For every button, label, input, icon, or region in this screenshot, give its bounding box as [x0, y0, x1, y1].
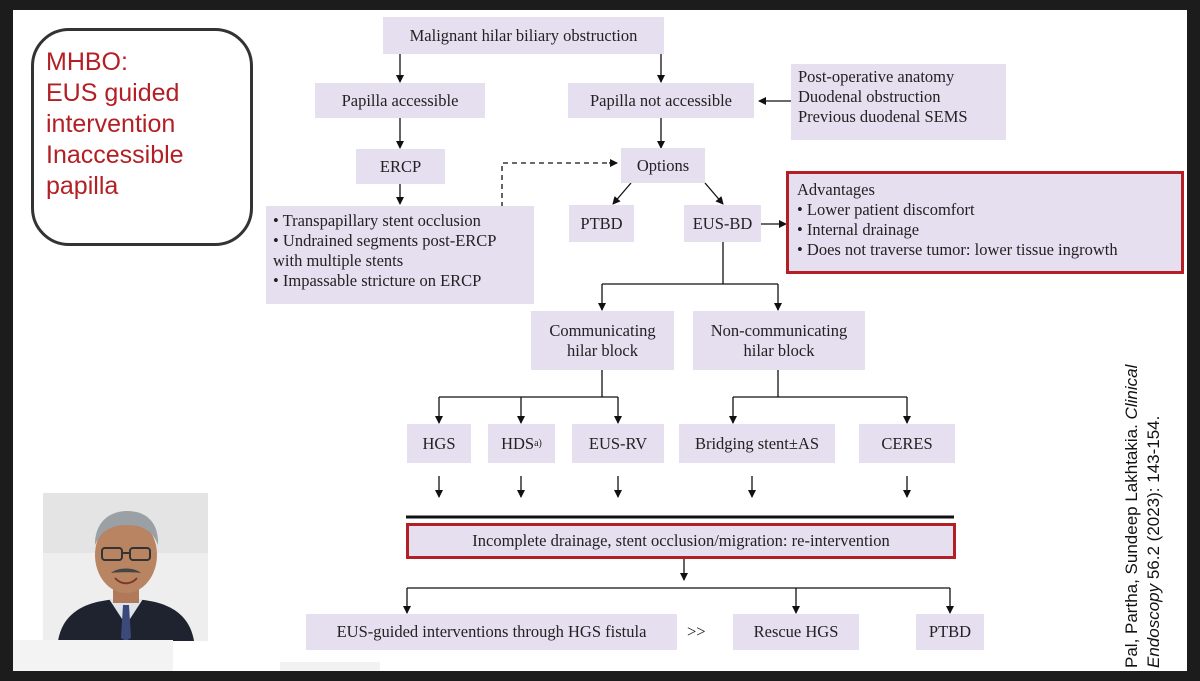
cause-item: Duodenal obstruction: [798, 87, 941, 106]
ptbd-box: PTBD: [569, 205, 634, 242]
advantage-item: • Internal drainage: [797, 220, 920, 239]
citation-journal-2: Endoscopy: [1144, 583, 1163, 668]
eus-bd-box: EUS-BD: [684, 205, 761, 242]
citation: Pal, Partha, Sundeep Lakhtakia. Clinical…: [1121, 328, 1181, 668]
hgs-box: HGS: [407, 424, 471, 463]
bridging-stent-box: Bridging stent±AS: [679, 424, 835, 463]
communicating-box: Communicating hilar block: [531, 311, 674, 370]
ercp-failures-box: • Transpapillary stent occlusion • Undra…: [266, 206, 534, 304]
failure-item: • Undrained segments post-ERCP: [273, 231, 497, 250]
ceres-box: CERES: [859, 424, 955, 463]
rescue-hgs-box: Rescue HGS: [733, 614, 859, 650]
slide-bottom-shade: [280, 662, 380, 671]
citation-line-1: Pal, Partha, Sundeep Lakhtakia. Clinical: [1121, 328, 1143, 668]
arrow-to-ptbd: [612, 182, 632, 205]
slide: MHBO: EUS guided intervention Inaccessib…: [13, 10, 1187, 671]
arrow-to-eusbd: [704, 182, 724, 205]
eus-fistula-box: EUS-guided interventions through HGS fis…: [306, 614, 677, 650]
failure-item: • Transpapillary stent occlusion: [273, 211, 481, 230]
ercp-box: ERCP: [356, 149, 445, 184]
citation-line-2: Endoscopy 56.2 (2023): 143-154.: [1143, 328, 1165, 668]
callout-line-4: Inaccessible: [46, 141, 184, 169]
advantage-item: • Lower patient discomfort: [797, 200, 975, 219]
non-communicating-line-2: hilar block: [743, 340, 815, 360]
citation-journal: Clinical: [1122, 364, 1141, 420]
cause-item: Previous duodenal SEMS: [798, 107, 968, 126]
reintervention-box: Incomplete drainage, stent occlusion/mig…: [409, 526, 953, 556]
options-box: Options: [621, 148, 705, 183]
citation-authors: Pal, Partha, Sundeep Lakhtakia.: [1122, 419, 1141, 668]
reintervention-highlight: [406, 523, 956, 559]
callout-line-5: papilla: [46, 172, 119, 200]
presenter-photo: [43, 493, 208, 641]
callout-line-1: MHBO:: [46, 48, 128, 76]
ptbd-final-box: PTBD: [916, 614, 984, 650]
advantages-title: Advantages: [797, 180, 875, 199]
failure-item: with multiple stents: [273, 251, 404, 270]
flowchart-connectors: [396, 54, 954, 614]
communicating-line-2: hilar block: [566, 340, 639, 360]
hds-label: HDS: [501, 433, 535, 453]
advantages-box: Advantages • Lower patient discomfort • …: [789, 174, 1181, 271]
non-communicating-line-1: Non-communicating: [710, 320, 848, 340]
callout-line-2: EUS guided: [46, 79, 180, 107]
dashed-connector: [501, 162, 614, 207]
failure-item: • Impassable stricture on ERCP: [273, 271, 482, 290]
greater-than-symbol: >>: [687, 622, 706, 641]
callout-line-3: intervention: [46, 110, 176, 138]
root-box: Malignant hilar biliary obstruction: [383, 17, 664, 54]
communicating-line-1: Communicating: [549, 320, 656, 340]
cause-item: Post-operative anatomy: [798, 67, 955, 86]
papilla-accessible-box: Papilla accessible: [315, 83, 485, 118]
advantage-item: • Does not traverse tumor: lower tissue …: [797, 240, 1118, 259]
non-communicating-box: Non-communicating hilar block: [693, 311, 865, 370]
advantages-highlight: [786, 171, 1184, 274]
causes-box: Post-operative anatomy Duodenal obstruct…: [791, 64, 1006, 140]
citation-volume: 56.2 (2023): 143-154.: [1144, 415, 1163, 584]
papilla-not-accessible-box: Papilla not accessible: [568, 83, 754, 118]
photo-bottom-shade: [13, 640, 173, 671]
mhbo-callout: MHBO: EUS guided intervention Inaccessib…: [31, 28, 253, 246]
eus-rv-box: EUS-RV: [572, 424, 664, 463]
presenter-portrait-image: [43, 493, 208, 641]
